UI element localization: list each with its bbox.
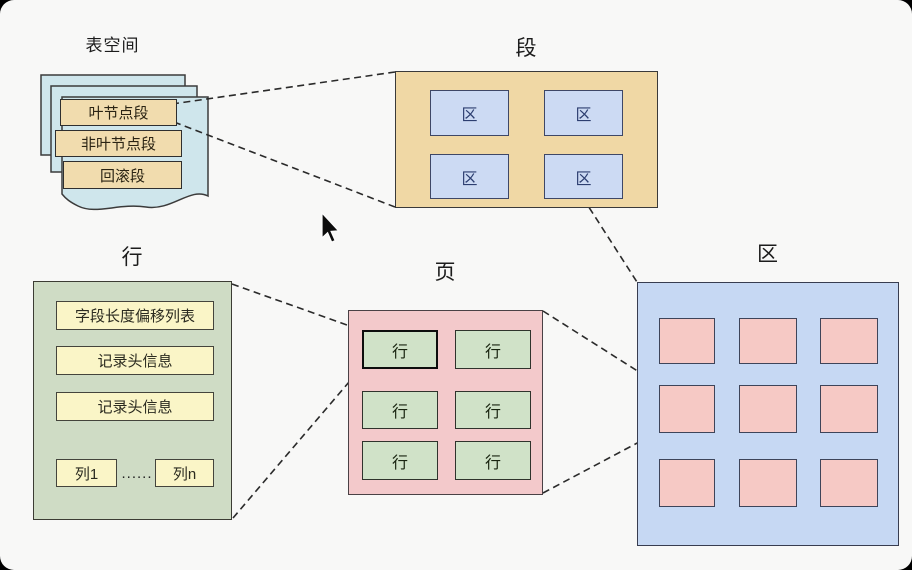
field-length-offset-list: 字段长度偏移列表 xyxy=(56,301,214,330)
row-cell-highlighted: 行 xyxy=(362,330,438,369)
segment-title: 段 xyxy=(515,37,538,60)
connector-leafseg-to-segment-top xyxy=(171,71,396,105)
extent-cell: 区 xyxy=(430,90,509,136)
connector-pagecell-to-row-bottom xyxy=(232,367,362,519)
column-n-box: 列n xyxy=(155,459,214,487)
extent-box xyxy=(637,282,899,546)
page-cell xyxy=(820,385,878,433)
row-cell: 行 xyxy=(455,441,531,480)
column-1-box: 列1 xyxy=(56,459,117,487)
row-title: 行 xyxy=(121,246,144,269)
extent-cell: 区 xyxy=(544,90,623,136)
page-cell xyxy=(659,459,715,507)
page-cell xyxy=(820,318,878,364)
page-cell xyxy=(739,459,797,507)
rollback-segment-box: 回滚段 xyxy=(63,161,182,189)
segment-box: 区 区 区 区 xyxy=(395,71,658,208)
page-box: 行 行 行 行 行 行 xyxy=(348,310,543,495)
page-title: 页 xyxy=(434,261,457,284)
row-box: 字段长度偏移列表 记录头信息 记录头信息 列1 ...... 列n xyxy=(33,281,232,520)
row-cell: 行 xyxy=(362,441,438,480)
tablespace-title: 表空间 xyxy=(85,36,140,55)
page-cell xyxy=(739,318,797,364)
page-cell-highlighted xyxy=(659,385,715,433)
connector-segment-to-extent xyxy=(582,197,638,283)
non-leaf-node-segment-box: 非叶节点段 xyxy=(55,130,182,157)
extent-title: 区 xyxy=(757,243,779,266)
row-cell: 行 xyxy=(455,330,531,369)
mouse-cursor xyxy=(321,211,340,243)
record-header-info: 记录头信息 xyxy=(56,392,214,421)
leaf-node-segment-box: 叶节点段 xyxy=(60,99,177,126)
extent-cell: 区 xyxy=(544,154,623,199)
connector-leafseg-to-segment-bottom xyxy=(173,121,396,208)
page-cell xyxy=(659,318,715,364)
columns-ellipsis: ...... xyxy=(121,465,153,482)
connector-pagecell-to-row-top xyxy=(231,283,362,331)
page-cell xyxy=(820,459,878,507)
row-cell: 行 xyxy=(362,391,438,429)
extent-cell: 区 xyxy=(430,154,509,199)
page-cell xyxy=(739,385,797,433)
record-header-info: 记录头信息 xyxy=(56,346,214,375)
row-cell: 行 xyxy=(455,391,531,429)
